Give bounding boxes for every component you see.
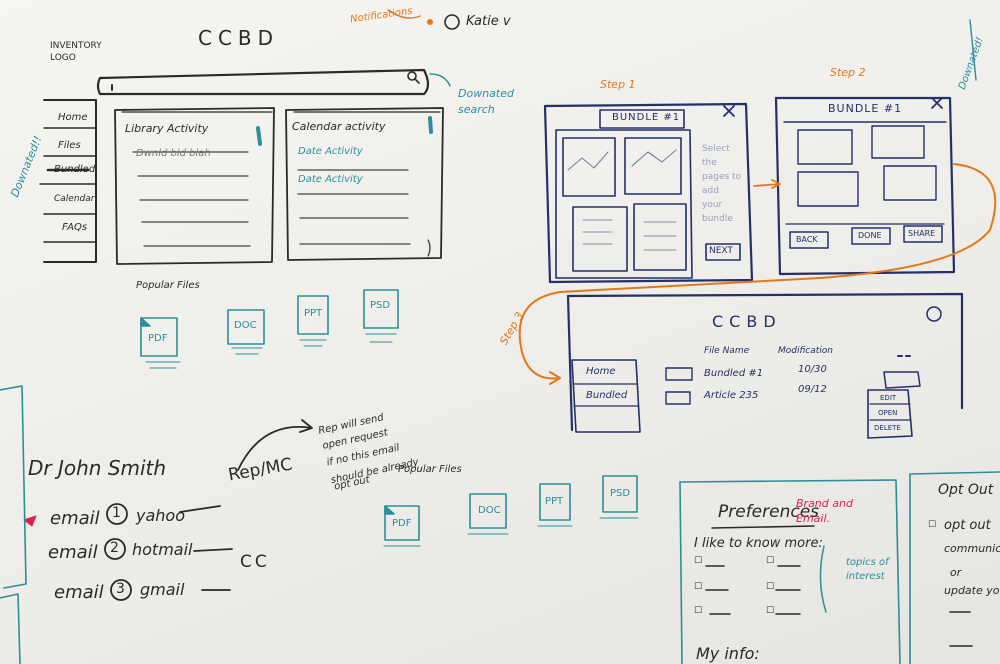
file-row-name[interactable]: Bundled #1 [704,368,764,379]
file-row-date: 09/12 [798,384,827,395]
flow-arrow-2 [518,163,997,385]
preferences-intro: I like to know more: [694,536,823,551]
library-panel-outline [114,107,275,265]
optout-line: or [950,566,962,579]
email-number: 3 [116,581,125,597]
topic-checkbox[interactable]: ☐ [766,606,775,616]
myinfo-label: My info: [696,644,760,663]
ppt-file-label[interactable]: PPT [304,308,323,319]
psd-icon [363,289,399,343]
step3-nav-bundled[interactable]: Bundled [586,390,628,401]
column-file-name: File Name [704,346,750,356]
optout-line: opt out [944,518,991,533]
user-avatar-icon [926,306,942,322]
email-label: email [50,508,100,529]
menu-edit[interactable]: EDIT [880,394,897,402]
pdf-icon [140,317,181,369]
step2-bundle-title: BUNDLE #1 [828,102,903,115]
step1-help-text: Select the pages to add your bundle [702,144,742,224]
email-label: email [54,582,104,603]
popular-files-label-2: Popular Files [398,464,462,475]
menu-open[interactable]: OPEN [878,409,898,417]
search-icon [407,71,417,81]
share-button[interactable]: SHARE [908,229,936,238]
sidebar-item-files[interactable]: Files [58,140,81,151]
contact-name: Dr John Smith [28,456,167,480]
optout-line: communica [944,542,1000,555]
calendar-panel-title: Calendar activity [292,120,386,133]
ppt-file-label[interactable]: PPT [545,496,564,507]
topic-checkbox[interactable]: ☐ [694,556,703,566]
optout-box-outline [909,471,1000,664]
psd-file-label[interactable]: PSD [610,488,631,499]
sidebar-item-calendar[interactable]: Calendar [54,194,95,204]
psd-file-label[interactable]: PSD [370,300,391,311]
step3-title: CCBD [712,312,782,331]
back-button[interactable]: BACK [796,235,818,244]
sidebar-outline [43,99,97,263]
done-button[interactable]: DONE [858,231,882,240]
menu-delete[interactable]: DELETE [874,424,901,432]
sidebar-item-bundled[interactable]: Bundled [54,164,96,175]
calendar-panel-outline [285,107,444,261]
email-label: email [48,542,98,563]
popular-files-label: Popular Files [136,280,200,291]
step2-modal-outline [774,96,956,276]
step3-screen-outline [566,292,964,432]
column-modification: Modification [778,346,834,356]
topics-note: topics of interest [846,557,889,582]
email-number: 1 [112,505,121,521]
search-note: Downated search [458,87,514,116]
ppt-icon [297,295,329,347]
sidebar-item-home[interactable]: Home [58,112,88,123]
topic-checkbox[interactable]: ☐ [766,556,775,566]
library-panel-title: Library Activity [125,122,209,135]
email-provider: gmail [140,580,185,599]
step3-nav-home[interactable]: Home [586,366,616,377]
optout-title: Opt Out [938,482,994,498]
email-provider: hotmail [132,540,193,559]
topic-checkbox[interactable]: ☐ [766,582,775,592]
step1-label: Step 1 [600,78,636,91]
calendar-activity-item[interactable]: Date Activity [298,174,363,185]
doc-file-label[interactable]: DOC [234,320,257,331]
step1-bundle-title: BUNDLE #1 [612,112,681,123]
doc-file-label[interactable]: DOC [478,505,501,516]
library-activity-item: Dwnld bld blah [136,148,211,159]
user-menu[interactable]: Katie v [466,14,511,29]
topic-checkbox[interactable]: ☐ [694,606,703,616]
logo-text: INVENTORY LOGO [50,41,102,63]
step2-label: Step 2 [830,66,866,79]
app-title: CCBD [198,26,280,50]
rep-arrow [237,419,313,471]
calendar-activity-item[interactable]: Date Activity [298,146,363,157]
sidebar-item-faqs[interactable]: FAQs [62,222,88,233]
preferences-title: Preferences [718,502,820,522]
step1-modal-outline [543,102,754,284]
email-provider: yahoo [136,506,185,525]
flow-arrow-1 [753,179,781,189]
topic-checkbox[interactable]: ☐ [694,582,703,592]
pdf-file-label[interactable]: PDF [148,333,168,344]
doc-icon [227,309,265,355]
cc-label: CC [240,552,270,572]
preferences-note: Brand and Email. [796,497,853,525]
file-row-date: 10/30 [798,364,827,375]
user-icon [444,14,460,30]
search-bar-outline [96,68,430,96]
email-number: 2 [110,540,119,556]
search-arrow [429,73,451,87]
preferences-box-outline [679,479,901,664]
optout-checkbox[interactable]: ☐ [928,520,937,530]
optout-line: update you [944,584,1000,597]
pdf-file-label[interactable]: PDF [392,518,412,529]
next-button[interactable]: NEXT [709,246,733,256]
file-row-name[interactable]: Article 235 [704,390,759,401]
